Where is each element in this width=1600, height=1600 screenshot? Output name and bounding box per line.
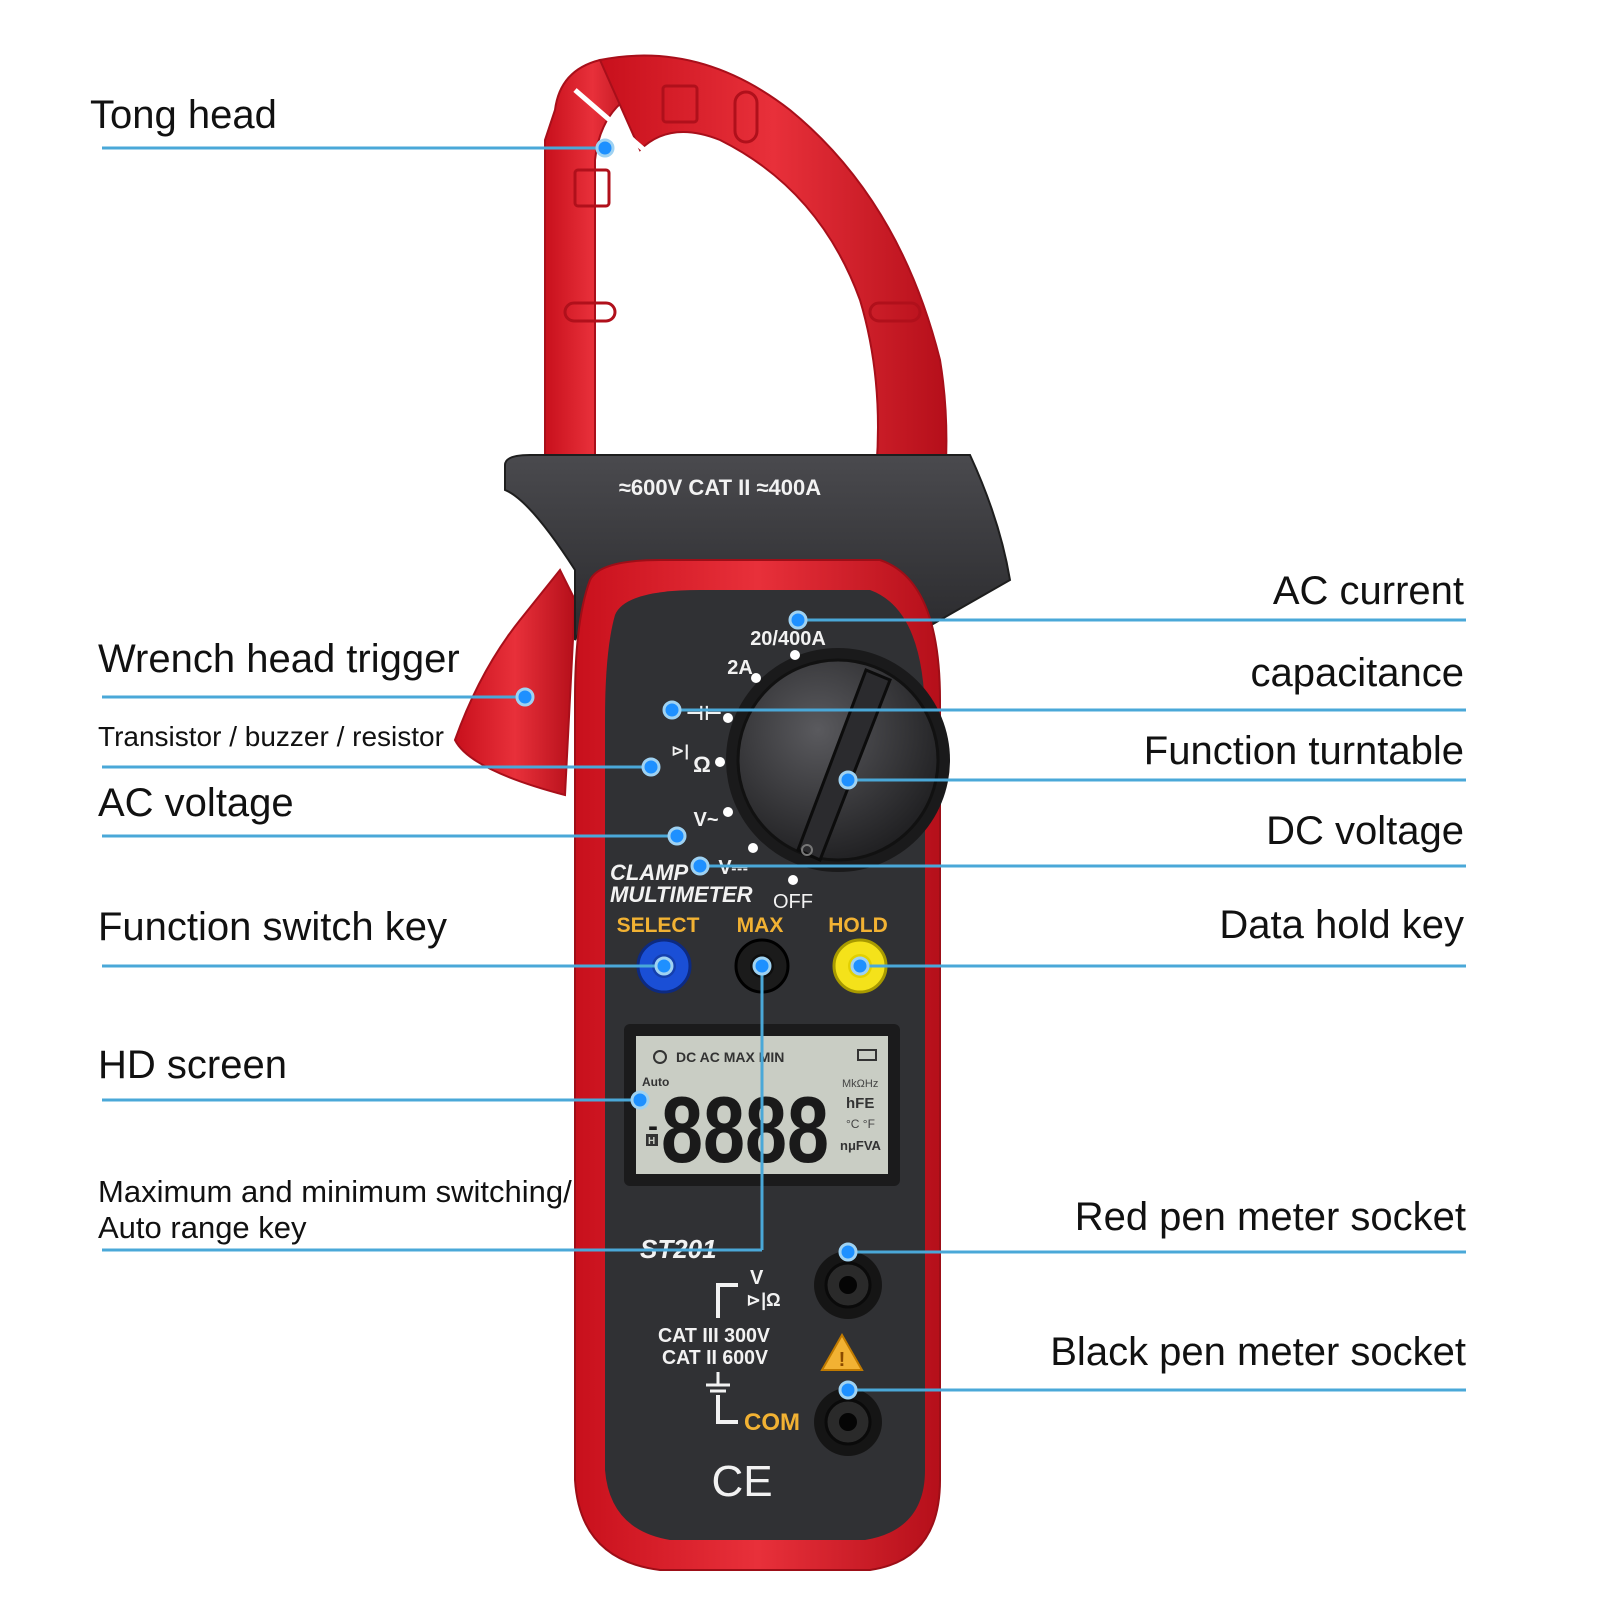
label-ac-voltage: AC voltage bbox=[98, 781, 294, 825]
label-dc-voltage: DC voltage bbox=[1266, 809, 1464, 853]
callout-lines bbox=[102, 146, 1466, 1392]
ac-current-dot bbox=[788, 610, 808, 630]
trigger-dot bbox=[515, 687, 535, 707]
label-tong-head: Tong head bbox=[90, 93, 277, 137]
lcd-unit-3: °C °F bbox=[846, 1117, 875, 1131]
label-wrench-head-trigger: Wrench head trigger bbox=[98, 637, 460, 681]
turntable-dot bbox=[838, 770, 858, 790]
label-red-pen-socket: Red pen meter socket bbox=[1075, 1195, 1466, 1239]
callout-labels: Tong head Wrench head trigger Transistor… bbox=[90, 93, 1466, 1374]
lcd-unit-4: nμFVA bbox=[840, 1138, 882, 1153]
label-black-pen-socket: Black pen meter socket bbox=[1050, 1330, 1466, 1374]
dial-label-vdc: V⎓ bbox=[718, 857, 747, 879]
lcd-auto: Auto bbox=[642, 1075, 669, 1089]
dial-label-off: OFF bbox=[773, 891, 813, 913]
lcd-mode-row: DC AC MAX MIN bbox=[676, 1049, 784, 1065]
capacitance-dot bbox=[662, 700, 682, 720]
select-key-label: SELECT bbox=[617, 914, 700, 937]
cat2-label: CAT II 600V bbox=[662, 1347, 769, 1369]
label-max-min-line-2: Auto range key bbox=[98, 1210, 307, 1245]
label-data-hold-key: Data hold key bbox=[1219, 903, 1464, 947]
max-key-dot bbox=[752, 956, 772, 976]
tong-head bbox=[544, 54, 948, 623]
dial-label-capacitance: ⊣⊢ bbox=[686, 703, 723, 725]
dial-label-2a: 2A bbox=[727, 657, 753, 679]
rating-label: ≈600V CAT II ≈400A bbox=[619, 475, 821, 500]
red-pen-socket[interactable] bbox=[814, 1251, 882, 1319]
battery-icon bbox=[857, 1049, 877, 1061]
label-transistor-buzzer-resistor: Transistor / buzzer / resistor bbox=[98, 721, 444, 752]
svg-text:!: ! bbox=[839, 1349, 846, 1371]
label-hd-screen: HD screen bbox=[98, 1043, 287, 1087]
cat3-label: CAT III 300V bbox=[658, 1325, 771, 1347]
dc-voltage-dot bbox=[690, 856, 710, 876]
hold-key-dot bbox=[850, 956, 870, 976]
dial-label-vac: V~ bbox=[693, 809, 718, 831]
transistor-dot bbox=[641, 757, 661, 777]
tong-head-dot bbox=[595, 138, 615, 158]
socket-ohm-label: ⊳|Ω bbox=[746, 1290, 781, 1310]
lcd-minus: - bbox=[648, 1110, 658, 1143]
warning-icon: ! bbox=[820, 1332, 864, 1371]
dial-label-20-400a: 20/400A bbox=[750, 628, 826, 650]
brand-line-1: CLAMP bbox=[610, 860, 689, 885]
meter-body bbox=[504, 454, 1012, 1571]
label-function-turntable: Function turntable bbox=[1144, 729, 1464, 773]
ac-voltage-dot bbox=[667, 826, 687, 846]
black-socket-dot bbox=[838, 1380, 858, 1400]
lcd-unit-1: MkΩHz bbox=[842, 1078, 878, 1090]
com-label: COM bbox=[744, 1409, 800, 1436]
max-key-label: MAX bbox=[737, 914, 784, 937]
label-function-switch-key: Function switch key bbox=[98, 905, 447, 949]
black-pen-socket[interactable] bbox=[814, 1388, 882, 1456]
lcd-digits: 8888 bbox=[661, 1077, 829, 1182]
socket-panel: V ⊳|Ω CAT III 300V CAT II 600V COM ! CE bbox=[658, 1267, 864, 1506]
socket-v-label: V bbox=[750, 1267, 764, 1289]
lcd-unit-2: hFE bbox=[846, 1095, 874, 1112]
red-socket-dot bbox=[838, 1242, 858, 1262]
jaw-marker-icon bbox=[573, 168, 611, 208]
hold-key-label: HOLD bbox=[828, 914, 888, 937]
dial-positions: 20/400A 2A ⊣⊢ ⊳| Ω V~ V⎓ OFF bbox=[671, 628, 826, 913]
dial-label-diode: ⊳| bbox=[671, 743, 689, 760]
label-max-min-line-1: Maximum and minimum switching/ bbox=[98, 1174, 572, 1209]
lcd-hold-indicator: H bbox=[648, 1136, 655, 1147]
callout-dots bbox=[515, 138, 870, 1400]
wrench-head-trigger[interactable] bbox=[453, 568, 577, 797]
function-turntable[interactable] bbox=[726, 648, 950, 872]
brand-line-2: MULTIMETER bbox=[610, 882, 753, 907]
label-ac-current: AC current bbox=[1273, 569, 1464, 613]
dial-label-ohm: Ω bbox=[693, 752, 711, 777]
label-capacitance: capacitance bbox=[1251, 651, 1464, 695]
jaw-marker-icon bbox=[661, 84, 699, 124]
hd-screen-dot bbox=[630, 1090, 650, 1110]
function-switch-dot bbox=[654, 956, 674, 976]
ce-mark: CE bbox=[711, 1457, 772, 1506]
